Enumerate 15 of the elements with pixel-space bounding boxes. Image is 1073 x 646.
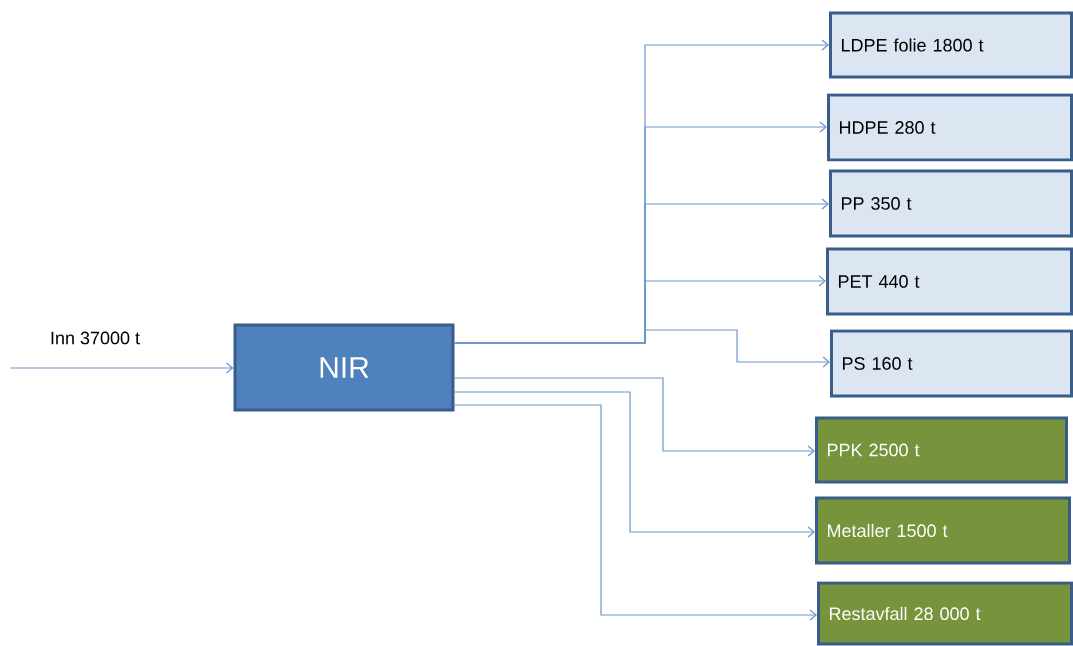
edge-label: Inn 37000 t (48, 330, 142, 346)
arrow (453, 391, 815, 538)
arrow (453, 377, 815, 457)
output-box: Metaller 1500 t (815, 496, 1071, 565)
process-box: NIR (233, 323, 455, 412)
output-box: PP 350 t (829, 169, 1073, 238)
output-box: LDPE folie 1800 t (829, 11, 1073, 79)
output-box: PET 440 t (826, 247, 1073, 316)
output-box: HDPE 280 t (827, 93, 1073, 162)
arrow (453, 404, 817, 621)
output-box: PPK 2500 t (815, 416, 1068, 484)
output-box: PS 160 t (830, 329, 1073, 398)
arrow (9, 362, 234, 374)
arrow (453, 329, 830, 368)
output-box: Restavfall 28 000 t (817, 581, 1073, 646)
